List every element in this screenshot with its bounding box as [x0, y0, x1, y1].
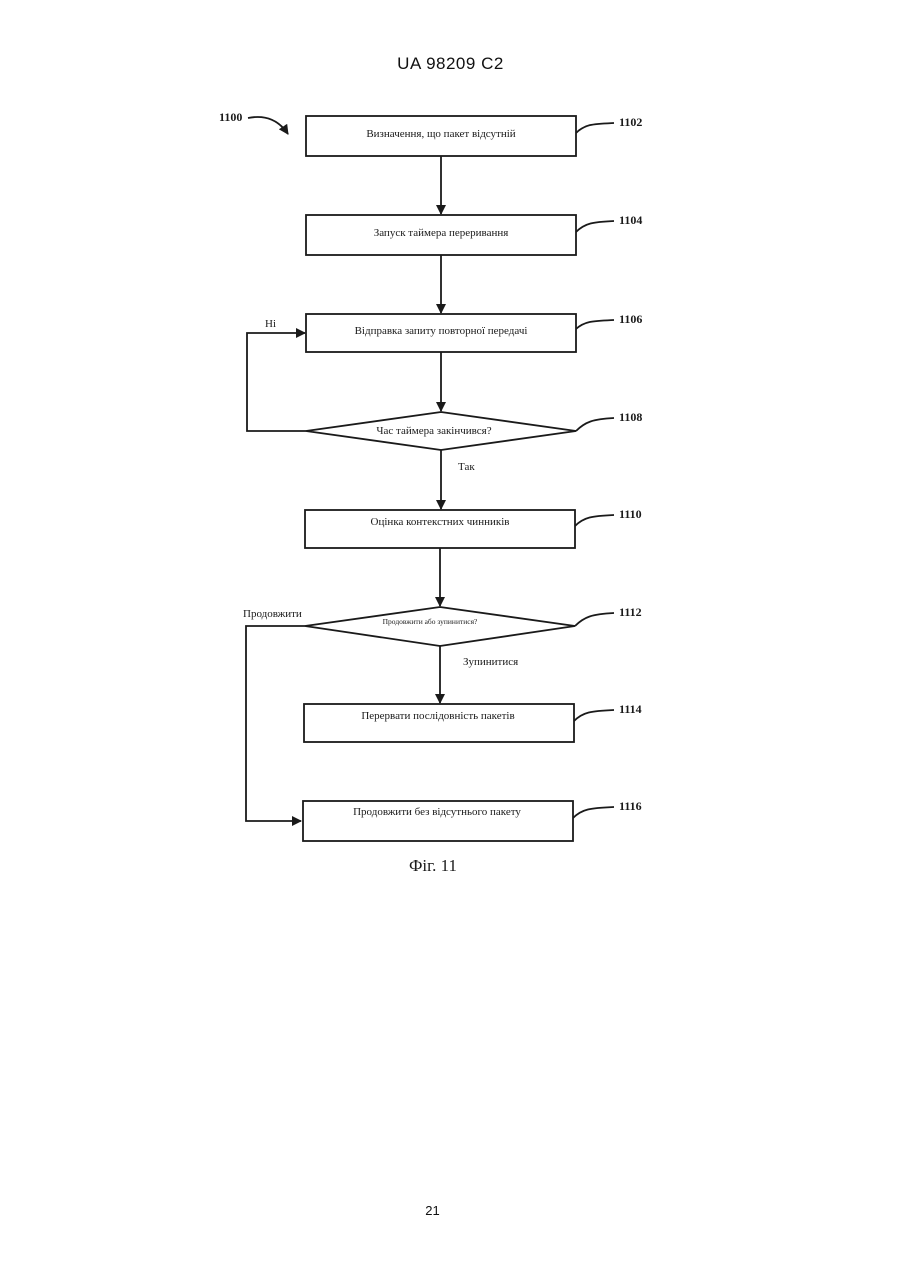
step-1102-text: Визначення, що пакет відсутній: [366, 128, 515, 140]
label-yes: Так: [458, 461, 475, 473]
page-number: 21: [0, 1203, 865, 1218]
leader-1104: [576, 221, 614, 232]
ref-1102: 1102: [619, 115, 642, 129]
leader-1116: [573, 807, 614, 818]
leader-1106: [576, 320, 614, 329]
leader-1108: [576, 418, 614, 431]
arrow-continue: [246, 626, 305, 821]
step-1106-text: Відправка запиту повторної передачі: [355, 325, 528, 337]
figure-caption: Фіг. 11: [409, 856, 457, 875]
label-no: Ні: [265, 318, 276, 330]
ref-1116: 1116: [619, 799, 642, 813]
ref-1108: 1108: [619, 410, 642, 424]
ref-1114: 1114: [619, 702, 642, 716]
label-stop: Зупинитися: [463, 656, 518, 668]
leader-1110: [575, 515, 614, 526]
ref-1110: 1110: [619, 507, 642, 521]
ref-1104: 1104: [619, 213, 642, 227]
ref-1106: 1106: [619, 312, 642, 326]
leader-1102: [576, 123, 614, 133]
step-1104-text: Запуск таймера переривання: [374, 227, 509, 239]
step-1114-text: Перервати послідовність пакетів: [361, 710, 514, 722]
decision-1108-text: Час таймера закінчився?: [376, 425, 491, 437]
ref-1112: 1112: [619, 605, 642, 619]
arrow-no-loop: [247, 333, 306, 431]
ref-1100: 1100: [219, 110, 242, 124]
ref-1100-arrow: [248, 117, 288, 134]
decision-1112-text: Продовжити або зупинитися?: [383, 617, 478, 626]
decision-1112-diamond: [305, 607, 575, 646]
leader-1112: [575, 613, 614, 626]
label-continue: Продовжити: [243, 608, 302, 620]
step-1116-text: Продовжити без відсутнього пакету: [353, 806, 521, 818]
leader-1114: [574, 710, 614, 721]
step-1110-text: Оцінка контекстних чинників: [371, 516, 510, 528]
